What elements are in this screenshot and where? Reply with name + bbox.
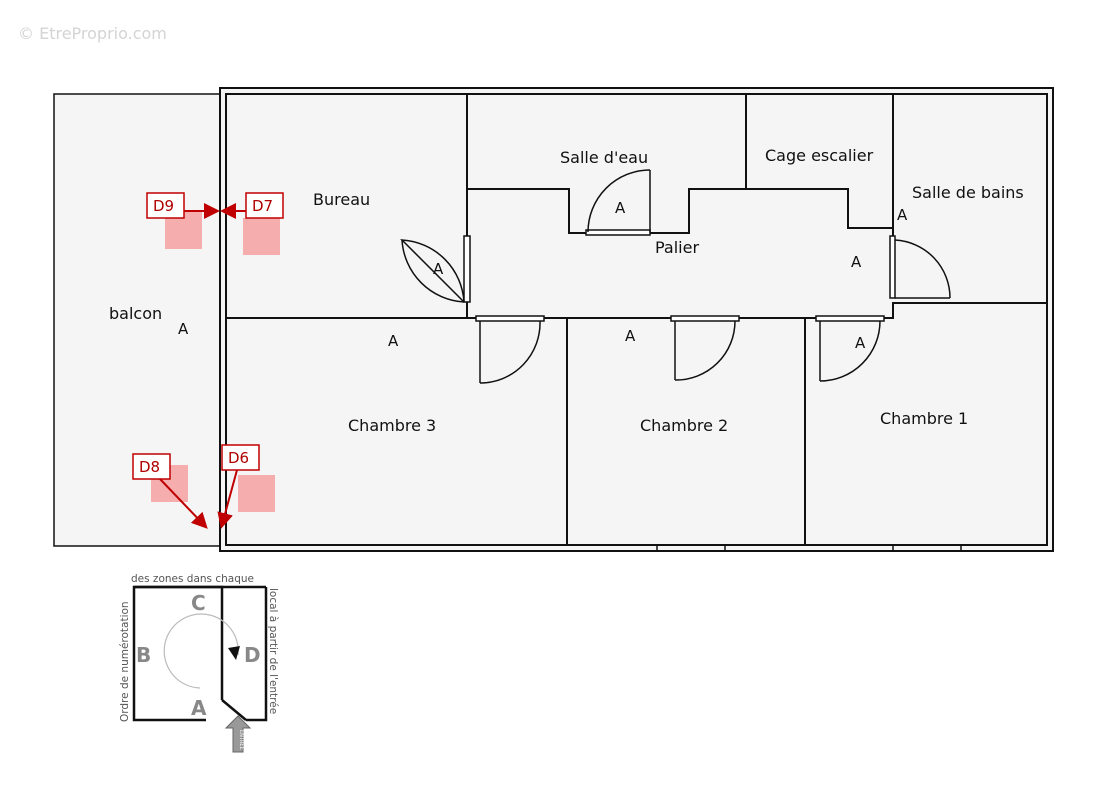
door-chambre3: [475, 315, 545, 384]
door-salle-deau: [585, 169, 651, 236]
interior-walls: [226, 94, 1047, 545]
room-label-chambre2: Chambre 2: [640, 416, 728, 435]
entry-arrow-icon: ENTRÉE: [224, 715, 252, 753]
legend-letter-d: D: [244, 643, 261, 667]
room-label-salle-deau: Salle d'eau: [560, 148, 648, 167]
room-label-bureau: Bureau: [313, 190, 370, 209]
room-label-salle-de-bains: Salle de bains: [912, 183, 1024, 202]
room-label-balcon: balcon: [109, 304, 162, 323]
zone-a-chambre2: A: [625, 327, 636, 345]
watermark: © EtreProprio.com: [18, 24, 167, 43]
zone-a-palier: A: [851, 253, 862, 271]
room-label-chambre3: Chambre 3: [348, 416, 436, 435]
svg-text:D9: D9: [153, 197, 174, 215]
room-label-chambre1: Chambre 1: [880, 409, 968, 428]
room-label-palier: Palier: [655, 238, 699, 257]
room-label-cage-escalier: Cage escalier: [765, 146, 874, 165]
entry-text: ENTRÉE: [238, 730, 246, 750]
zone-a-bureau: A: [433, 260, 444, 278]
rotation-arrowhead-icon: [228, 646, 240, 660]
legend-right-text: local à partir de l'entrée: [267, 588, 279, 714]
door-chambre1: [815, 315, 885, 382]
legend-letter-c: C: [191, 591, 206, 615]
marker-d7: D7: [220, 192, 284, 255]
legend-left-text: Ordre de numérotation: [119, 601, 131, 722]
wall-ticks: [656, 545, 962, 551]
marker-d6: D6: [217, 444, 275, 529]
marker-d9: D9: [146, 192, 220, 249]
apartment-floor: [220, 88, 1053, 551]
door-bureau: [400, 235, 471, 303]
door-salle-de-bains: [889, 235, 951, 299]
svg-text:D6: D6: [228, 449, 249, 467]
zone-labels: A A A A A A A A: [178, 199, 908, 352]
zone-a-chambre3: A: [388, 332, 399, 350]
zone-a-balcon: A: [178, 320, 189, 338]
legend-letter-a: A: [191, 696, 207, 720]
svg-text:D7: D7: [252, 197, 273, 215]
legend-top-text: des zones dans chaque: [131, 573, 254, 585]
zone-a-salle-de-bains: A: [897, 206, 908, 224]
marker-d8: D8: [132, 453, 208, 529]
inner-wall: [225, 93, 1048, 546]
svg-text:D8: D8: [139, 458, 160, 476]
zone-a-salle-deau: A: [615, 199, 626, 217]
door-chambre2: [670, 315, 740, 381]
zone-a-chambre1: A: [855, 334, 866, 352]
legend-letter-b: B: [136, 643, 151, 667]
zone-order-legend: des zones dans chaque Ordre de numérotat…: [119, 573, 279, 753]
rotation-arrow-icon: [163, 613, 239, 689]
